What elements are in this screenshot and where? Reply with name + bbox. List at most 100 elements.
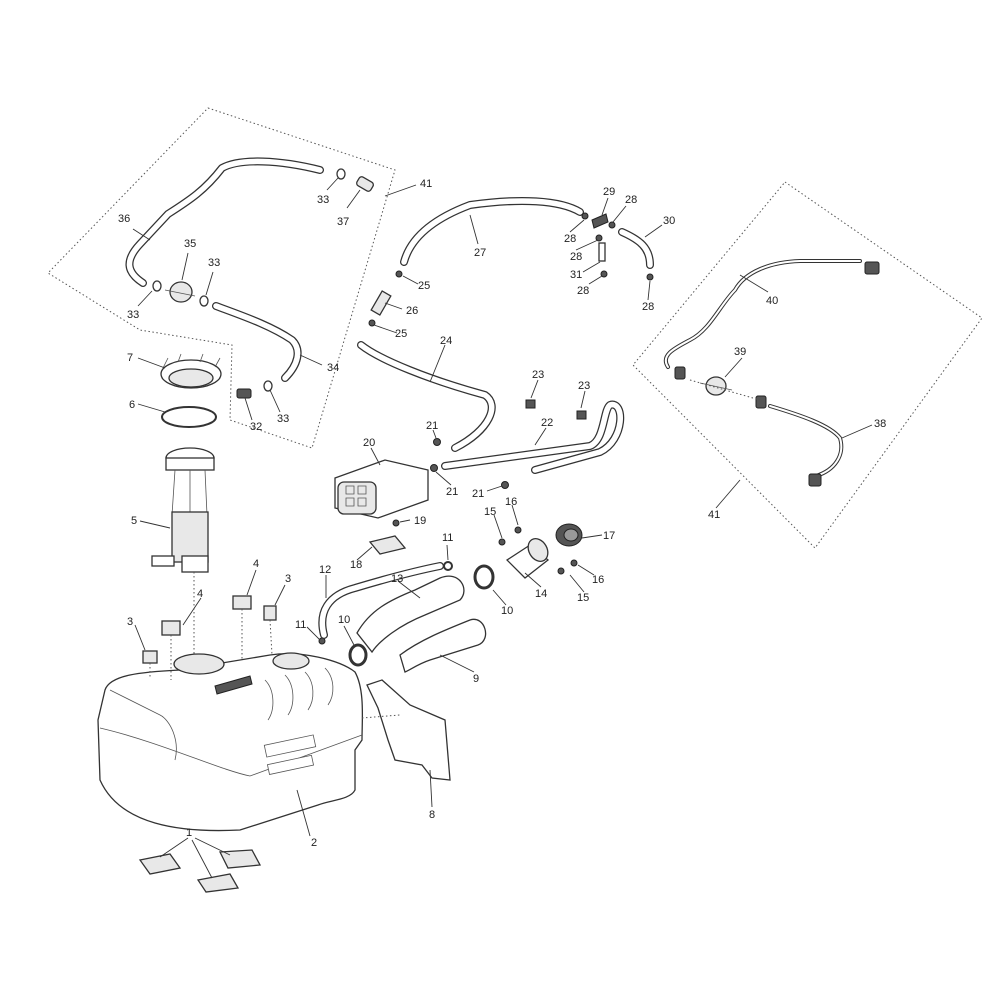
canister-20 [334, 459, 429, 519]
callout-38: 38 [874, 418, 886, 430]
clamp-21-c [501, 481, 509, 489]
callout-28: 28 [570, 251, 582, 263]
callout-4: 4 [253, 558, 259, 570]
callout-41: 41 [708, 509, 720, 521]
pad-4-b [232, 595, 252, 610]
callout-18: 18 [350, 559, 362, 571]
clamp-33-a [336, 168, 346, 180]
callout-1: 1 [186, 827, 192, 839]
filler-cap-17 [555, 523, 583, 547]
callout-7: 7 [127, 352, 133, 364]
filler-hose-13 [356, 575, 465, 654]
nut-15-b [557, 567, 565, 575]
callout-26: 26 [406, 305, 418, 317]
clip-23-b [576, 410, 587, 420]
callout-23: 23 [532, 369, 544, 381]
callout-39: 39 [734, 346, 746, 358]
callout-32: 32 [250, 421, 262, 433]
pad-3-a [142, 650, 158, 664]
callout-21: 21 [446, 486, 458, 498]
clamp-28-c [595, 234, 603, 242]
callout-28: 28 [625, 194, 637, 206]
callout-28: 28 [564, 233, 576, 245]
hose-22 [441, 400, 625, 474]
clamp-28-b [608, 221, 616, 229]
callout-24: 24 [440, 335, 452, 347]
callout-14: 14 [535, 588, 547, 600]
callout-16: 16 [505, 496, 517, 508]
fuel-tank-2 [97, 652, 364, 832]
callout-33: 33 [277, 413, 289, 425]
clamp-33-b [152, 280, 162, 292]
fuel-pump-module-5 [151, 447, 215, 573]
valve-26 [370, 290, 392, 316]
callout-36: 36 [118, 213, 130, 225]
callout-27: 27 [474, 247, 486, 259]
connector-38-a [755, 395, 767, 409]
leader-lines [132, 177, 873, 879]
clamp-28-e [646, 273, 654, 281]
callout-4: 4 [197, 588, 203, 600]
filter-35 [164, 281, 196, 303]
callout-30: 30 [663, 215, 675, 227]
callout-9: 9 [473, 673, 479, 685]
hose-12 [318, 562, 444, 639]
filter-39 [699, 376, 733, 396]
callout-40: 40 [766, 295, 778, 307]
callout-11: 11 [295, 619, 306, 631]
callout-35: 35 [184, 238, 196, 250]
hose-24 [357, 341, 496, 452]
clamp-28-a [581, 212, 589, 220]
connector-40-start [674, 366, 686, 380]
callout-29: 29 [603, 186, 615, 198]
callout-15: 15 [577, 592, 589, 604]
clamp-33-d [263, 380, 273, 392]
callout-16: 16 [592, 574, 604, 586]
clamp-11-a [443, 561, 453, 571]
callout-41: 41 [420, 178, 432, 190]
callout-15: 15 [484, 506, 496, 518]
hose-38 [768, 404, 844, 478]
callout-37: 37 [337, 216, 349, 228]
kit-41-right-outline [632, 181, 983, 549]
clamp-25-b [368, 319, 376, 327]
callout-10: 10 [338, 614, 350, 626]
callout-3: 3 [285, 573, 291, 585]
hose-34 [212, 302, 302, 382]
pad-3-b [263, 605, 277, 621]
clamp-33-c [199, 295, 209, 307]
screw-16-a [514, 526, 522, 534]
nut-15-a [498, 538, 506, 546]
callout-11: 11 [442, 532, 453, 544]
clamp-28-d [600, 270, 608, 278]
connector-32 [236, 388, 252, 399]
callout-25: 25 [418, 280, 430, 292]
heat-shield-8 [366, 679, 451, 781]
callout-20: 20 [363, 437, 375, 449]
callout-33: 33 [317, 194, 329, 206]
callout-13: 13 [391, 573, 403, 585]
callout-6: 6 [129, 399, 135, 411]
clamp-21-b [430, 464, 438, 472]
callout-33: 33 [127, 309, 139, 321]
callout-10: 10 [501, 605, 513, 617]
clamp-25-a [395, 270, 403, 278]
callout-19: 19 [414, 515, 426, 527]
screw-19 [392, 519, 400, 527]
callout-34: 34 [327, 362, 339, 374]
assembly-line-pad3b [269, 619, 273, 656]
callout-23: 23 [578, 380, 590, 392]
callout-33: 33 [208, 257, 220, 269]
pad-4-a [161, 620, 181, 636]
callout-22: 22 [541, 417, 553, 429]
clamp-10-a [473, 564, 495, 590]
callout-31: 31 [570, 269, 582, 281]
kit-41-left-outline [47, 107, 396, 449]
clamp-10-b [348, 643, 368, 667]
assembly-line-right-kit [689, 379, 761, 401]
hose-36 [125, 157, 324, 287]
pad-1-a [138, 853, 182, 875]
hose-27 [400, 196, 584, 266]
callout-21: 21 [426, 420, 438, 432]
